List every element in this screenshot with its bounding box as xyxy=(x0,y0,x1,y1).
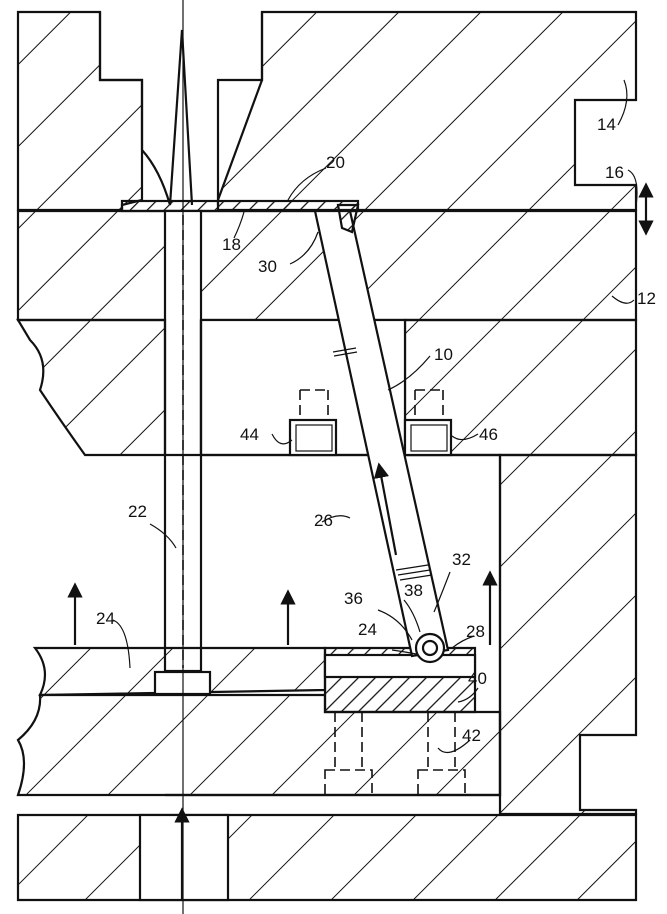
fastener-46 xyxy=(403,389,453,457)
label-40: 40 xyxy=(468,669,487,688)
label-20: 20 xyxy=(326,153,345,172)
pivot-pin-outer xyxy=(414,632,446,664)
label-22: 22 xyxy=(128,502,147,521)
stationary-mold-half xyxy=(216,10,638,212)
fastener-42-right xyxy=(417,712,466,796)
base-plate xyxy=(16,813,638,902)
fastener-42-left xyxy=(324,712,373,796)
label-10: 10 xyxy=(434,345,453,364)
label-18: 18 xyxy=(222,235,241,254)
leader-lines xyxy=(112,79,638,754)
label-42: 42 xyxy=(462,726,481,745)
label-38: 38 xyxy=(404,581,423,600)
label-16: 16 xyxy=(605,163,624,182)
label-24-right: 24 xyxy=(358,620,377,639)
label-44: 44 xyxy=(240,425,259,444)
label-12: 12 xyxy=(637,289,656,308)
label-28: 28 xyxy=(466,622,485,641)
bar-shading xyxy=(332,347,433,581)
support-plate-left xyxy=(16,318,167,457)
pivot-pin-inner xyxy=(421,639,439,657)
label-24-left: 24 xyxy=(96,609,115,628)
label-36: 36 xyxy=(344,589,363,608)
bottom-clamp-plate xyxy=(16,693,502,797)
label-30: 30 xyxy=(258,257,277,276)
gate-insert xyxy=(120,199,360,213)
label-14: 14 xyxy=(597,115,616,134)
top-clamp-plate xyxy=(16,10,144,212)
ejector-housing-right xyxy=(498,453,638,816)
lifter-tip xyxy=(336,203,360,234)
label-32: 32 xyxy=(452,550,471,569)
label-26: 26 xyxy=(314,511,333,530)
fastener-44 xyxy=(288,389,338,457)
sprue-bushing xyxy=(98,12,264,206)
label-46: 46 xyxy=(479,425,498,444)
motion-arrows xyxy=(67,182,654,900)
